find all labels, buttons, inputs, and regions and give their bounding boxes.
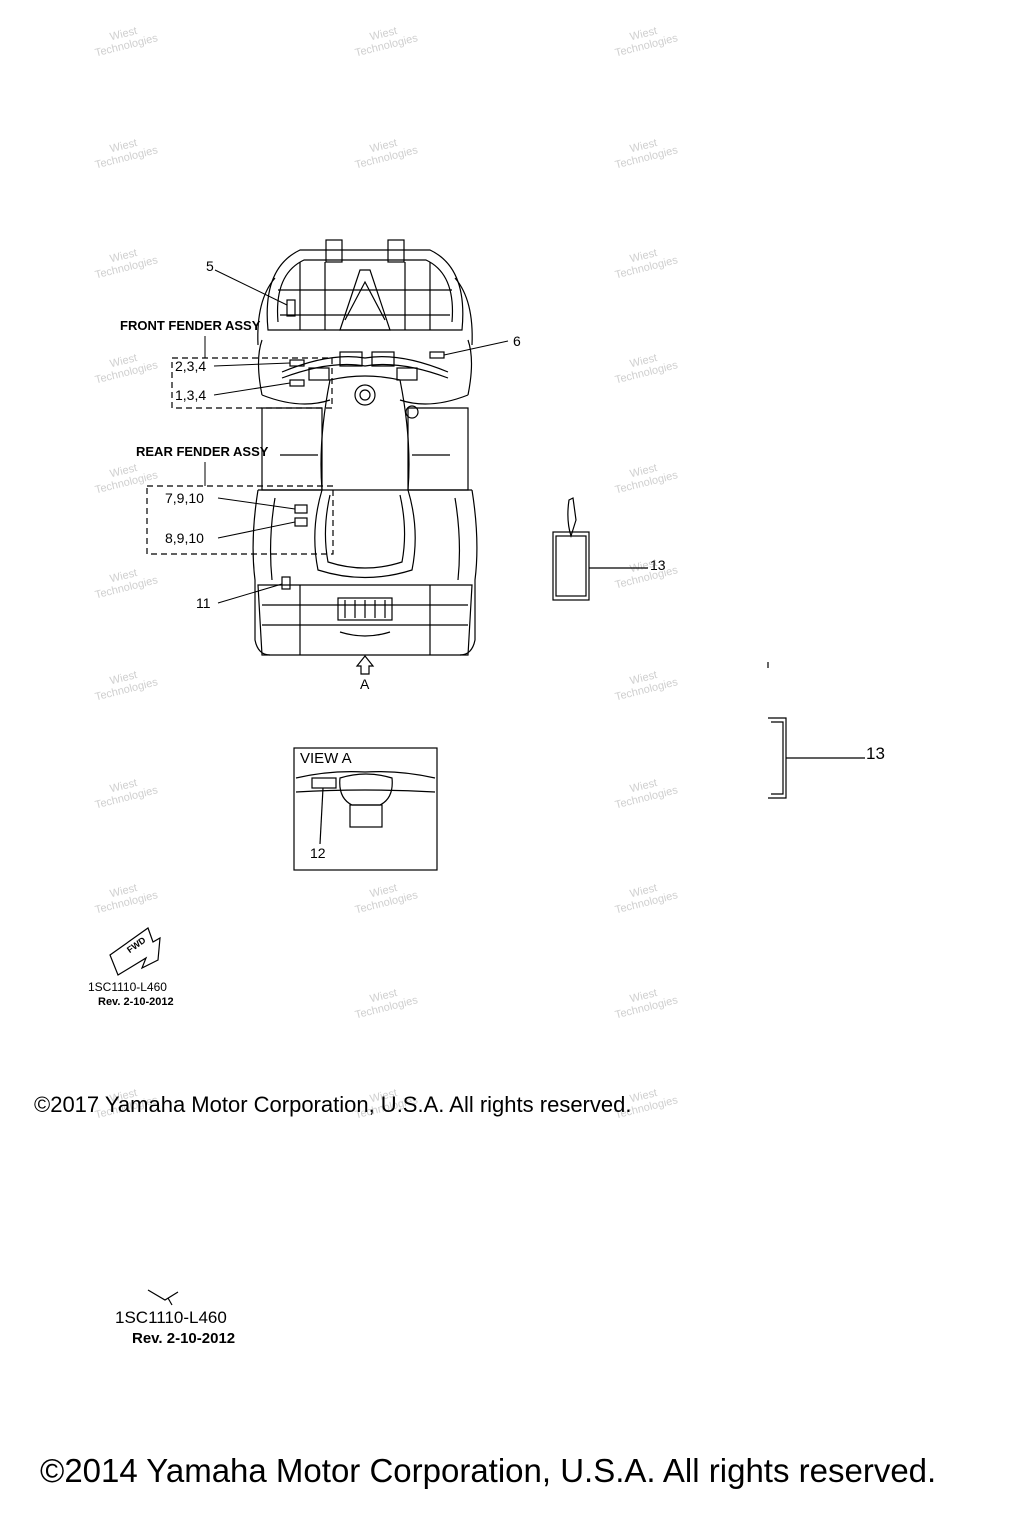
callout-12: 12 [310, 845, 326, 861]
rear-fender-assy-label: REAR FENDER ASSY [136, 444, 269, 459]
lower-copyright: ©2014 Yamaha Motor Corporation, U.S.A. A… [40, 1452, 937, 1489]
front-wheels [261, 407, 469, 491]
decal-markers [281, 299, 445, 590]
fwd-arrow [109, 927, 161, 976]
front-fender-dashed-box [171, 357, 333, 409]
view-a-arrow-label: A [360, 676, 370, 692]
view-a-box [293, 747, 438, 871]
callout-2-3-4: 2,3,4 [175, 358, 207, 374]
view-a-title: VIEW A [300, 750, 352, 767]
upper-copyright: ©2017 Yamaha Motor Corporation, U.S.A. A… [34, 1092, 632, 1117]
rear-fender-dashed-box [146, 485, 334, 555]
lower-partial-fwd-symbol [147, 1289, 179, 1306]
rear-rack [257, 584, 473, 656]
front-rack [266, 239, 464, 331]
callout-5: 5 [206, 258, 214, 274]
handlebar [281, 351, 449, 381]
rear-fenders [252, 489, 478, 656]
callout-7-9-10: 7,9,10 [165, 490, 204, 506]
upper-revision: Rev. 2-10-2012 [98, 996, 174, 1008]
body-tank [320, 375, 419, 491]
callout-13-bracket: 13 [866, 744, 885, 763]
lower-revision: Rev. 2-10-2012 [132, 1330, 236, 1347]
callout-6: 6 [513, 333, 521, 349]
callout-11: 11 [196, 595, 211, 611]
callout-8-9-10: 8,9,10 [165, 530, 204, 546]
hang-tag [552, 497, 648, 601]
front-fender-assy-label: FRONT FENDER ASSY [120, 318, 261, 333]
callout-13-tag: 13 [650, 557, 666, 573]
view-a-arrow [355, 655, 375, 675]
seat [314, 489, 416, 579]
callout-1-3-4: 1,3,4 [175, 387, 207, 403]
bracket-13 [767, 662, 865, 799]
leader-lines [204, 269, 509, 604]
upper-part-code: 1SC1110-L460 [88, 980, 167, 994]
front-fender [257, 269, 473, 405]
lower-part-code: 1SC1110-L460 [115, 1308, 227, 1327]
